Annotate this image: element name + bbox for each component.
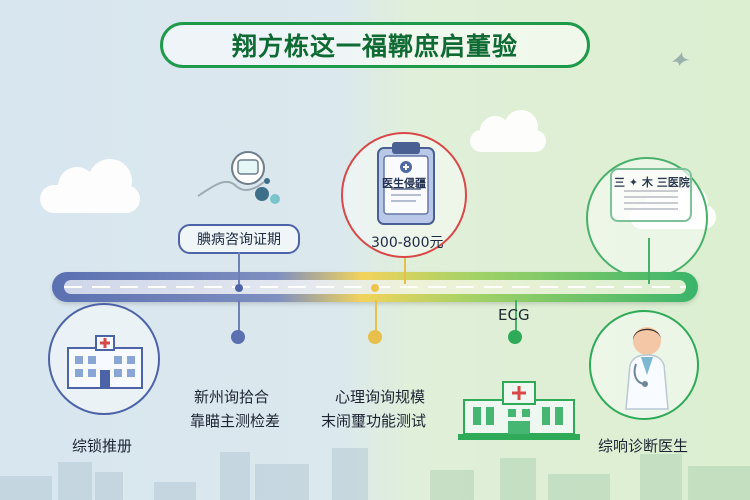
- skyline-building: [255, 464, 309, 500]
- skyline-building: [640, 454, 682, 500]
- green-hospital-icon: [458, 381, 580, 440]
- skyline-building: [548, 474, 610, 500]
- document-lines: [624, 190, 678, 192]
- bottom-connector-center: [375, 300, 377, 331]
- middle-left-line-1: 新州询拾合: [194, 388, 270, 406]
- bottom-right-label: 综响诊断医生: [598, 437, 689, 455]
- timeline-node-yellow: [371, 284, 379, 292]
- clipboard-icon: [377, 142, 435, 225]
- bottom-connector-right: [515, 300, 517, 331]
- timeline-node-blue: [235, 284, 243, 292]
- node-green: [508, 330, 522, 344]
- bird-icon: [672, 52, 690, 66]
- skyline-building: [0, 476, 52, 500]
- skyline-building: [95, 472, 123, 500]
- consultation-label-box: 腆病咨询证期: [178, 224, 300, 254]
- node-blue: [231, 330, 245, 344]
- middle-right-line-2: 末闹璽功能测试: [321, 412, 427, 430]
- cloud-center: [470, 110, 546, 152]
- node-yellow: [368, 330, 382, 344]
- skyline: [0, 420, 750, 500]
- cloud-left: [40, 159, 140, 213]
- document-title: 三 ✦ 木 三医院: [614, 176, 690, 189]
- bottom-connector-left: [238, 300, 240, 331]
- skyline-building: [58, 462, 92, 500]
- consultation-label: 腆病咨询证期: [197, 232, 281, 248]
- price-text: 300-800元: [371, 235, 444, 251]
- skyline-building: [332, 448, 368, 500]
- clipboard-text: 医生侵疆: [382, 177, 426, 190]
- middle-right-line-1: 心理询询规模: [335, 388, 426, 406]
- top-connector-right: [648, 238, 650, 284]
- page-title: 翔方栋这一福鞹庶启董验: [231, 32, 518, 61]
- top-connector-center: [404, 258, 406, 284]
- hospital-icon: [67, 335, 143, 389]
- skyline-building: [220, 452, 250, 500]
- ecg-label: ECG: [498, 306, 530, 324]
- skyline-building: [688, 466, 750, 500]
- document-box: [610, 168, 692, 222]
- middle-left-line-2: 靠瞄主测检差: [190, 412, 281, 430]
- page-title-box: 翔方栋这一福鞹庶启董验: [160, 22, 590, 68]
- top-connector-left: [238, 252, 240, 284]
- skyline-building: [500, 458, 536, 500]
- doctor-icon: [625, 327, 669, 410]
- bottom-left-label: 综锁推册: [72, 437, 133, 455]
- skyline-building: [430, 470, 474, 500]
- skyline-building: [154, 482, 196, 500]
- chat-icon: [197, 151, 280, 204]
